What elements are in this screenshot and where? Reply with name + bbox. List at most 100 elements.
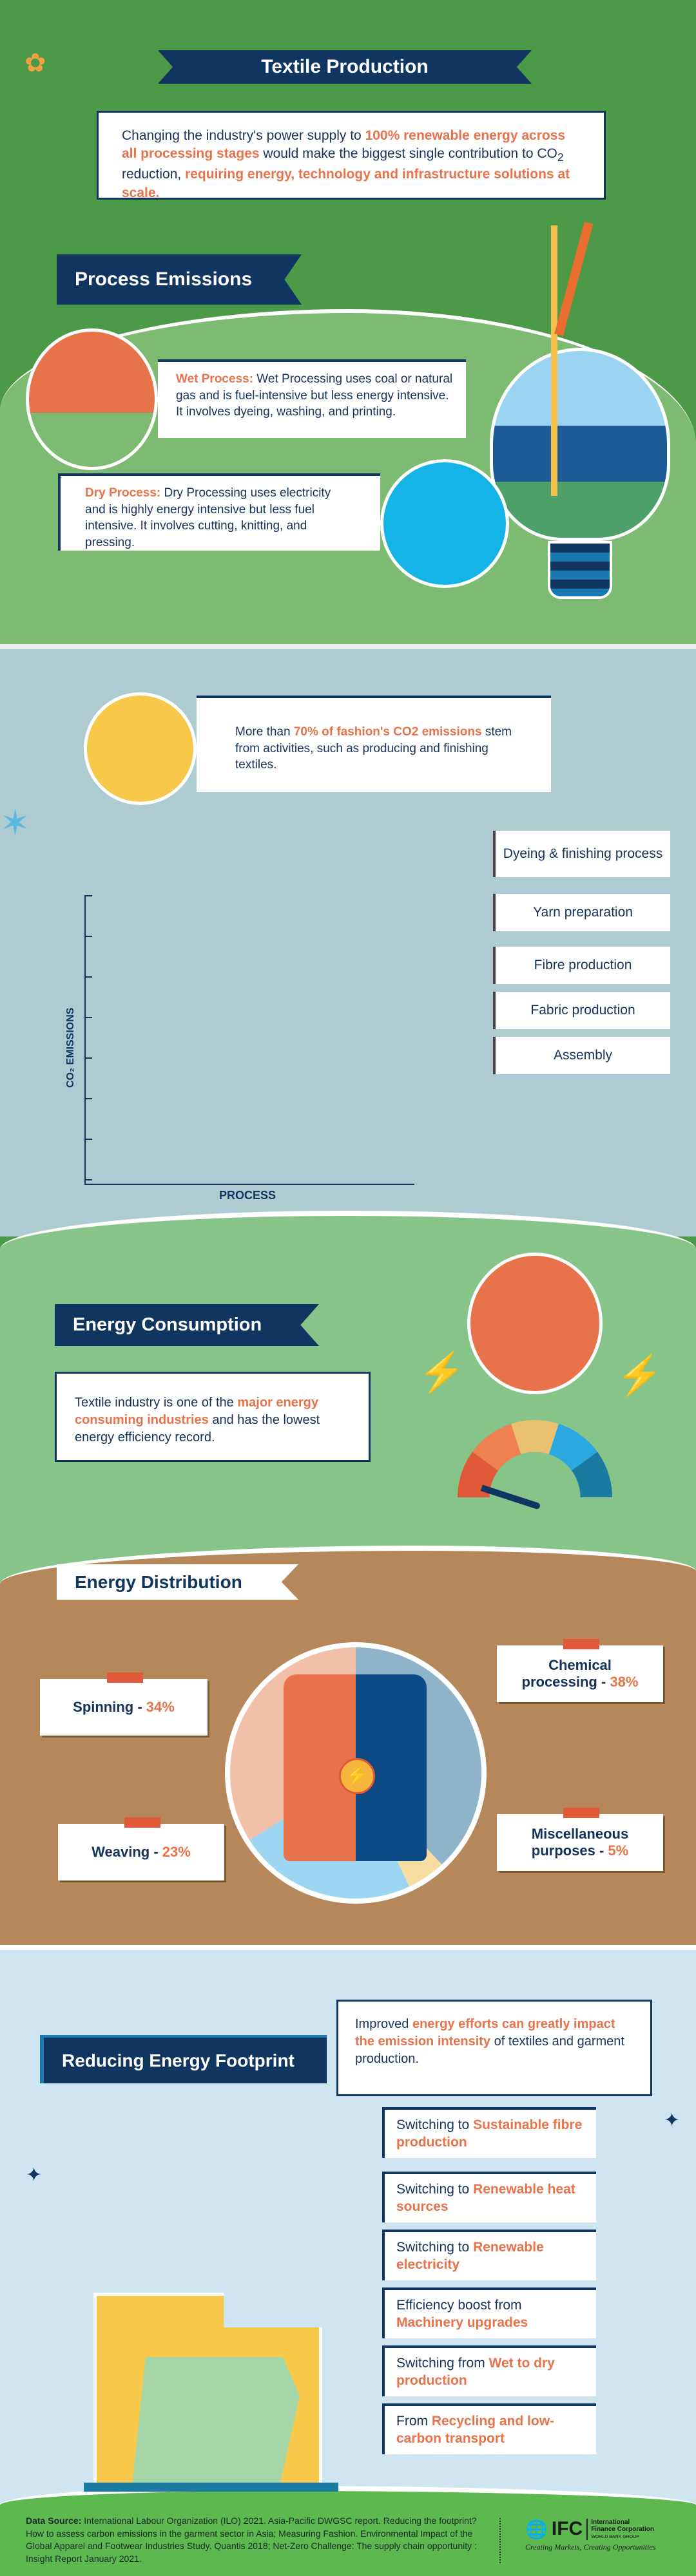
slice-label-spinning: Spinning - 34% — [40, 1672, 208, 1736]
y-axis-tick — [84, 1057, 92, 1059]
slice-pct: 5% — [608, 1842, 629, 1859]
process-label-assembly: Assembly — [493, 1037, 670, 1074]
org-line: Finance Corporation — [591, 2525, 654, 2533]
energy-consumption-box: Textile industry is one of the major ene… — [55, 1372, 371, 1462]
intro-subscript: 2 — [557, 151, 564, 164]
heading-text: Process Emissions — [75, 269, 253, 290]
item-highlight: Recycling and low-carbon transport — [396, 2414, 555, 2447]
footer-divider — [499, 2518, 501, 2563]
item-highlight: Machinery upgrades — [396, 2315, 528, 2331]
reduction-item: Switching to Renewable heat sources — [382, 2172, 596, 2222]
logo-text: IFC — [551, 2518, 583, 2539]
bird-icon: ✦ — [664, 2110, 681, 2131]
bg-footer-green — [0, 2486, 696, 2576]
fact-text: More than — [235, 725, 294, 739]
org-line: WORLD BANK GROUP — [591, 2534, 639, 2539]
y-axis-tick — [84, 1179, 92, 1180]
intro-box: Changing the industry's power supply to … — [97, 111, 606, 200]
title-text: Textile Production — [261, 56, 429, 77]
slice-label-misc: Miscellaneous purposes - 5% — [497, 1808, 663, 1871]
reducing-highlight: energy efforts can greatly impact the em… — [355, 2017, 615, 2049]
efficiency-gauge-icon — [458, 1420, 612, 1575]
lightning-badge-icon: ⚡ — [339, 1758, 375, 1794]
slice-name: Spinning — [73, 1699, 134, 1715]
item-text: From — [396, 2414, 432, 2429]
lightbulb-illustration — [490, 348, 670, 541]
energy-distribution-heading: Energy Distribution — [57, 1564, 298, 1600]
lightning-icon: ⚡ — [418, 1350, 466, 1394]
heading-text: Energy Distribution — [75, 1571, 242, 1592]
slice-name: Miscellaneous purposes — [531, 1826, 629, 1859]
emissions-chart-y-axis — [84, 895, 86, 1185]
slice-label-weaving: Weaving - 23% — [58, 1817, 224, 1880]
intro-text: reduction, — [122, 167, 186, 182]
intro-text: Changing the industry's power supply to — [122, 128, 365, 143]
fact-text: stem from activities, such as producing … — [235, 725, 512, 772]
item-text: Switching to — [396, 2182, 474, 2197]
lightning-icon: ⚡ — [615, 1354, 664, 1397]
source-text: International Labour Organization (ILO) … — [26, 2515, 477, 2564]
x-axis-label: PROCESS — [219, 1189, 276, 1202]
y-axis-tick — [84, 976, 92, 978]
slice-name: Weaving — [92, 1844, 150, 1860]
globe-icon: 🌐 — [525, 2519, 548, 2539]
folder-base — [84, 2483, 338, 2492]
process-label-fabric: Fabric production — [493, 992, 670, 1029]
reducing-text: of textiles and garment production. — [355, 2034, 624, 2066]
wind-turbine-icon — [551, 225, 557, 496]
reduction-item: Switching to Sustainable fibre productio… — [382, 2107, 596, 2158]
reducing-footprint-heading: Reducing Energy Footprint — [40, 2035, 327, 2083]
consumption-highlight: major energy consuming industries — [75, 1396, 318, 1427]
y-axis-tick — [84, 895, 92, 896]
reduction-item: Switching from Wet to dry production — [382, 2345, 596, 2396]
consumption-text: Textile industry is one of the — [75, 1396, 238, 1410]
energy-consumption-heading: Energy Consumption — [55, 1304, 319, 1346]
wet-process-box: Wet Process: Wet Processing uses coal or… — [158, 359, 466, 438]
process-label-yarn: Yarn preparation — [493, 894, 670, 931]
item-highlight: Sustainable fibre production — [396, 2117, 583, 2150]
slice-label-chemical: Chemical processing - 38% — [497, 1639, 663, 1702]
process-label-dyeing: Dyeing & finishing process — [493, 831, 670, 877]
item-text: Switching to — [396, 2240, 474, 2255]
source-label: Data Source: — [26, 2515, 82, 2526]
fact-highlight: 70% of fashion's CO2 emissions — [293, 725, 482, 739]
reduction-item: Switching to Renewable electricity — [382, 2230, 596, 2280]
y-axis-tick — [84, 1098, 92, 1099]
y-axis-tick — [84, 1139, 92, 1140]
heading-text: Reducing Energy Footprint — [62, 2050, 295, 2070]
org-line: International — [591, 2518, 630, 2526]
y-axis-tick — [84, 936, 92, 937]
item-text: Efficiency boost from — [396, 2298, 522, 2313]
bird-icon: ✦ — [26, 2164, 43, 2186]
data-source: Data Source: International Labour Organi… — [26, 2515, 490, 2565]
dry-process-icon — [380, 459, 509, 588]
reduction-item: From Recycling and low-carbon transport — [382, 2403, 596, 2454]
item-text: Switching from — [396, 2356, 489, 2371]
clothes-hanger-icon — [84, 692, 197, 805]
leaf-icon: ✿ — [24, 49, 46, 77]
heading-text: Energy Consumption — [73, 1314, 262, 1335]
intro-highlight: 100% renewable energy across all process… — [122, 128, 566, 162]
item-highlight: Wet to dry production — [396, 2356, 555, 2389]
process-label-fibre: Fibre production — [493, 947, 670, 984]
dry-process-text: Dry Processing uses electricity and is h… — [85, 486, 331, 549]
item-highlight: Renewable electricity — [396, 2240, 544, 2273]
wet-process-label: Wet Process: — [176, 372, 254, 386]
intro-highlight: requiring energy, technology and infrast… — [122, 167, 570, 200]
wet-process-text: Wet Processing uses coal or natural gas … — [176, 372, 453, 419]
y-axis-tick — [84, 1017, 92, 1018]
slice-name: Chemical processing — [521, 1657, 612, 1690]
item-text: Switching to — [396, 2117, 474, 2132]
starfish-icon: ✶ — [0, 802, 30, 843]
emissions-fact-box: More than 70% of fashion's CO2 emissions… — [197, 696, 551, 792]
reducing-text: Improved — [355, 2017, 412, 2031]
dry-process-label: Dry Process: — [85, 486, 161, 500]
lightbulb-base — [548, 541, 612, 599]
dry-process-box: Dry Process: Dry Processing uses electri… — [58, 473, 380, 551]
process-emissions-heading: Process Emissions — [57, 254, 302, 305]
wet-process-icon — [26, 328, 158, 470]
tagline: Creating Markets, Creating Opportunities — [525, 2543, 656, 2552]
intro-text: would make the biggest single contributi… — [259, 146, 557, 162]
